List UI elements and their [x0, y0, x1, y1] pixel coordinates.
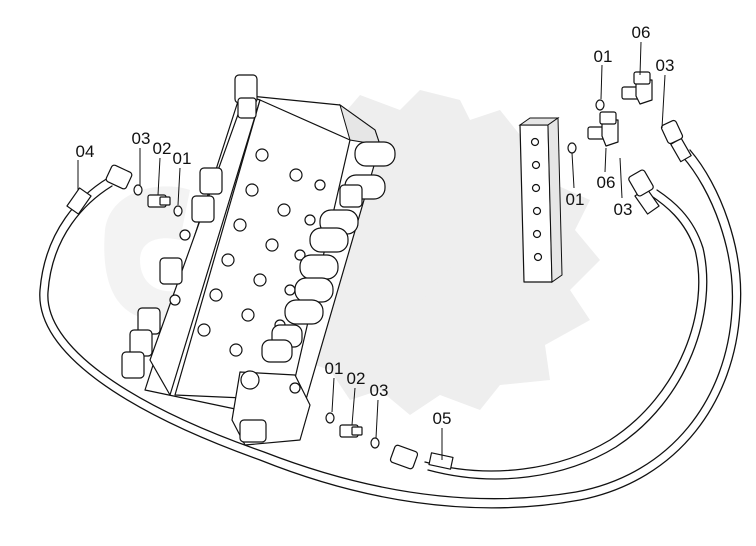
- callout-03-bottom: 03: [370, 381, 389, 400]
- valve-bolt-holes: [169, 148, 326, 357]
- hose-ferrules: [66, 137, 692, 470]
- callout-06-mid: 06: [597, 173, 616, 192]
- bracket-plate: [518, 117, 563, 283]
- hose-05: [424, 189, 708, 480]
- hose-04: [39, 149, 742, 509]
- callout-03-mid: 03: [614, 200, 633, 219]
- callout-01-mid: 01: [566, 190, 585, 209]
- callout-01-left: 01: [173, 149, 192, 168]
- callout-02-left: 02: [153, 139, 172, 158]
- elbow-06-mid: [587, 111, 619, 147]
- callout-03-top: 03: [656, 56, 675, 75]
- control-valve-block: [121, 74, 396, 446]
- callout-05-bottom: 05: [433, 409, 452, 428]
- valve-left-fittings: [121, 74, 258, 379]
- valve-right-spools: [261, 141, 396, 363]
- adapter-02-bottom: [339, 424, 363, 438]
- callout-01-bottom: 01: [325, 359, 344, 378]
- adapter-02-left: [147, 194, 171, 208]
- callouts: 01 06 03 01 06 03 04 03 02 01 01 02 03 0…: [76, 23, 675, 428]
- callout-01-top: 01: [594, 47, 613, 66]
- callout-02-bottom: 02: [347, 369, 366, 388]
- leader-lines: [77, 41, 666, 460]
- callout-03-left: 03: [132, 129, 151, 148]
- callout-04-left: 04: [76, 142, 95, 161]
- elbow-06-top: [621, 71, 653, 105]
- hose-nuts: [105, 119, 684, 470]
- callout-06-top: 06: [632, 23, 651, 42]
